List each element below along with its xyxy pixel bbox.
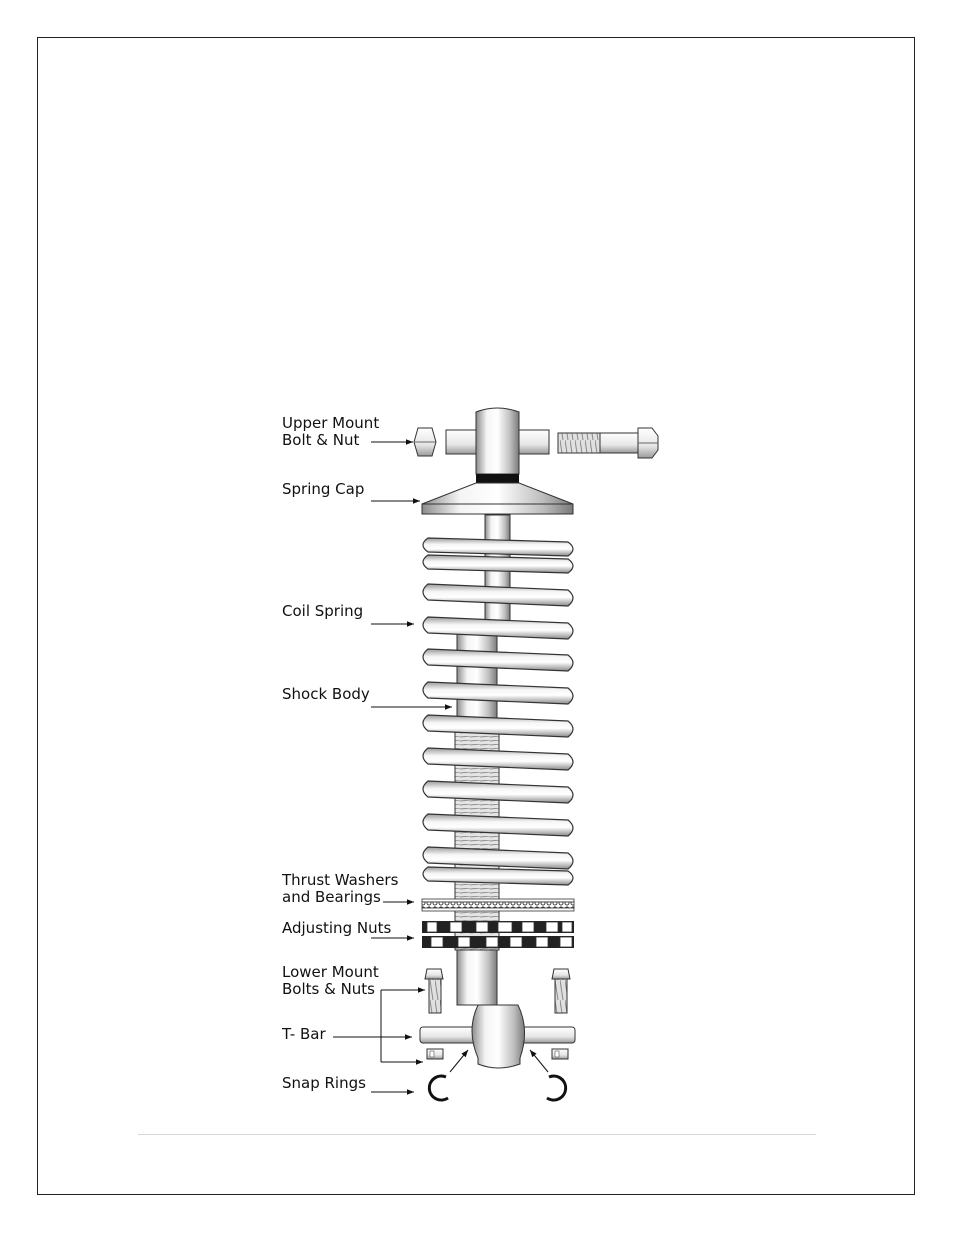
upper-eye [446, 408, 549, 483]
snap-ring-right [547, 1076, 566, 1100]
lower-mount-nut-left [427, 1049, 443, 1059]
thrust-washers-bearings [422, 899, 574, 911]
upper-mount-nut [414, 428, 436, 456]
upper-mount-bolt [558, 428, 658, 458]
lower-mount-nut-right [552, 1049, 568, 1059]
lower-mount-bolt-right [552, 969, 570, 1013]
lower-mount-bolt-left [425, 969, 443, 1013]
snap-ring-left [429, 1076, 448, 1100]
spring-cap [422, 483, 573, 514]
coil-spring [423, 538, 573, 885]
lower-eye [472, 1005, 525, 1068]
shock-shaft [485, 515, 510, 630]
